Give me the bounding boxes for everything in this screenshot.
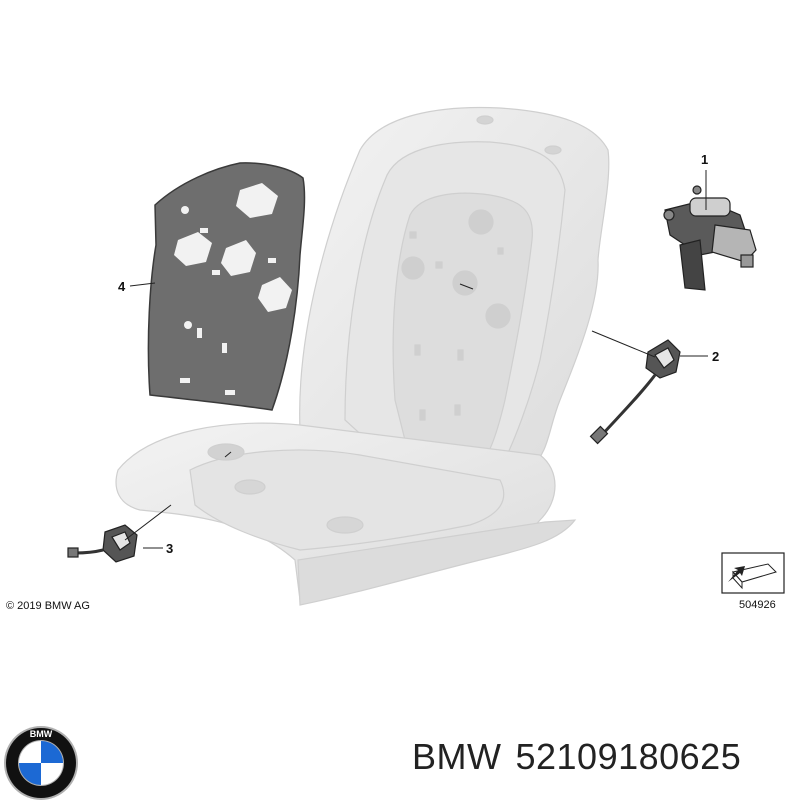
svg-text:BMW: BMW (30, 729, 53, 739)
view-symbol-box (721, 552, 785, 594)
connector-part-2 (589, 339, 681, 445)
diagram-number: 504926 (739, 599, 776, 611)
pump-unit-part-1 (663, 185, 757, 291)
seat-cushion (115, 422, 577, 606)
copyright-notice: © 2019 BMW AG (6, 600, 90, 612)
brand-name: BMW (412, 736, 502, 777)
bmw-logo-icon: BMW (4, 726, 78, 800)
back-panel-part-4 (147, 162, 306, 411)
part-number: 52109180625 (515, 736, 742, 777)
connector-part-3 (67, 524, 138, 563)
seat-backrest (299, 106, 610, 471)
product-caption: BMW 52109180625 (412, 736, 755, 778)
callout-3: 3 (166, 541, 174, 556)
callout-1: 1 (701, 152, 709, 167)
callout-4: 4 (118, 279, 126, 294)
callout-2: 2 (712, 349, 720, 364)
leader-lines (124, 170, 708, 549)
